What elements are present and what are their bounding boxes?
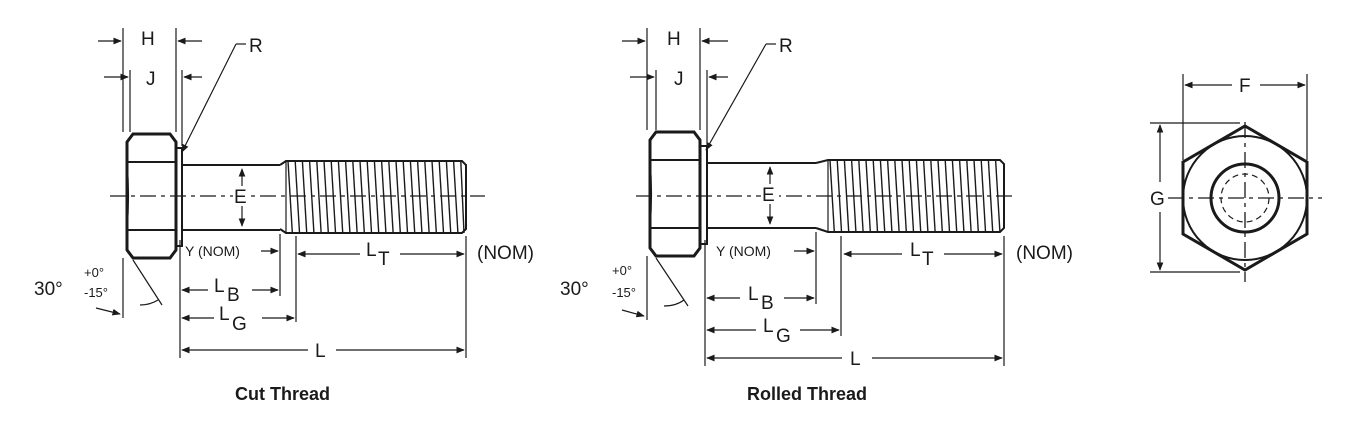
label-lb-sub-rolled: B [761,293,774,314]
caption-rolled-thread: Rolled Thread [747,384,867,404]
thread-line [894,159,900,233]
label-angle-rolled: 30° [560,279,589,300]
thread-line [416,160,423,234]
thread-line [915,159,922,233]
label-lt: L [366,240,377,261]
hex-end-view: F G [1150,74,1322,282]
thread-line [344,160,351,234]
cut-bolt-shank [182,164,280,231]
thread-line [287,160,294,234]
label-j: J [146,69,156,90]
label-lg-rolled: L [763,316,774,337]
label-lb-sub: B [227,285,240,306]
thread-line [836,159,843,233]
label-e: E [234,187,247,208]
thread-line [858,159,864,233]
thread-line [308,160,315,234]
thread-line [944,159,951,233]
rolled-thread-body [815,159,1005,233]
label-lb: L [214,276,225,297]
thread-line [843,159,850,233]
label-lt-sub: T [378,249,390,270]
label-tol-plus-rolled: +0° [612,263,632,278]
thread-line [445,160,452,234]
rolled-bolt-head [648,130,708,258]
label-g: G [1150,189,1165,210]
label-tol-minus: -15° [84,285,108,300]
thread-line [980,159,987,233]
label-lg: L [219,304,230,325]
thread-line [886,159,893,233]
label-lb-rolled: L [748,284,759,305]
cut-bolt-head [125,132,183,260]
thread-line [380,160,387,234]
thread-line [872,159,879,233]
cut-thread-body [279,160,467,234]
thread-line [316,160,322,234]
thread-line [294,160,301,234]
thread-line [879,159,886,233]
thread-line [395,160,402,234]
thread-line [901,159,908,233]
thread-line [994,159,1001,233]
thread-line [373,160,380,234]
thread-line [452,160,459,234]
thread-line [937,159,944,233]
thread-line [930,159,936,233]
label-e-rolled: E [762,185,775,206]
label-y-nom: Y (NOM) [185,243,240,259]
thread-line [409,160,416,234]
thread-line [330,160,337,234]
thread-line [359,160,366,234]
thread-line [301,160,308,234]
label-r-rolled: R [779,36,793,57]
label-angle: 30° [34,279,63,300]
label-j-rolled: J [674,69,684,90]
thread-line [865,159,872,233]
thread-line [366,160,373,234]
thread-line [973,159,980,233]
thread-line [431,160,438,234]
rolled-bolt-shank [707,162,816,229]
thread-line [850,159,857,233]
label-h-rolled: H [667,29,681,50]
label-lg-sub: G [232,314,247,335]
thread-line [438,160,445,234]
label-lt-rolled: L [910,240,921,261]
thread-line [323,160,330,234]
label-l-rolled: L [850,349,861,370]
label-nom: (NOM) [477,243,534,264]
thread-line [829,159,836,233]
label-r: R [249,36,263,57]
label-y-nom-rolled: Y (NOM) [716,243,771,259]
thread-line [388,160,394,234]
thread-line [337,160,344,234]
label-h: H [141,29,155,50]
label-lg-sub-rolled: G [776,326,791,347]
label-nom-rolled: (NOM) [1016,243,1073,264]
label-lt-sub-rolled: T [922,249,934,270]
label-l: L [315,341,326,362]
thread-line [987,159,994,233]
label-tol-plus: +0° [84,265,104,280]
thread-line [966,159,972,233]
thread-line [402,160,409,234]
label-f: F [1239,76,1251,97]
thread-line [460,160,465,234]
thread-line [922,159,929,233]
cut-thread-view: E H J R Y (NOM) L T (NOM) L B [34,28,534,404]
thread-line [424,160,430,234]
thread-line [908,159,915,233]
thread-line [352,160,358,234]
thread-line [951,159,958,233]
rolled-thread-view: E H J R Y (NOM) L T (NOM) L B [560,28,1073,404]
caption-cut-thread: Cut Thread [235,384,330,404]
label-tol-minus-rolled: -15° [612,285,636,300]
thread-line [958,159,965,233]
